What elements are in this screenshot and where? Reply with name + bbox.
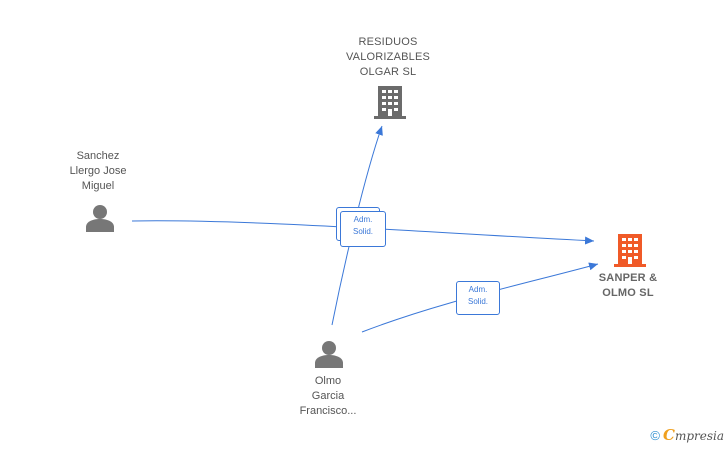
person-icon[interactable] [85, 203, 115, 238]
empresia-logo: Cmpresia [663, 426, 724, 444]
person-label-olmo[interactable]: Olmo Garcia Francisco... [299, 375, 357, 417]
empresia-watermark: © Cmpresia [650, 426, 724, 444]
company-label-residuos[interactable]: RESIDUOS VALORIZABLES OLGAR SL [345, 36, 431, 78]
person-label-sanchez[interactable]: Sanchez Llergo Jose Miguel [69, 150, 127, 192]
building-icon[interactable] [614, 232, 646, 273]
logo-initial: C [662, 426, 675, 444]
relation-badge-center[interactable]: Adm. Solid. [340, 211, 386, 247]
badge-line-2: Solid. [467, 297, 488, 306]
person-icon[interactable] [314, 339, 344, 374]
copyright-symbol: © [650, 427, 660, 443]
company-label-sanper[interactable]: SANPER & OLMO SL [598, 272, 658, 299]
badge-line-1: Adm. [353, 215, 373, 224]
badge-line-2: Solid. [352, 227, 373, 236]
relation-badge-right[interactable]: Adm. Solid. [456, 281, 500, 315]
badge-line-1: Adm. [468, 285, 488, 294]
building-icon[interactable] [374, 84, 406, 125]
logo-text: mpresia [674, 429, 724, 443]
